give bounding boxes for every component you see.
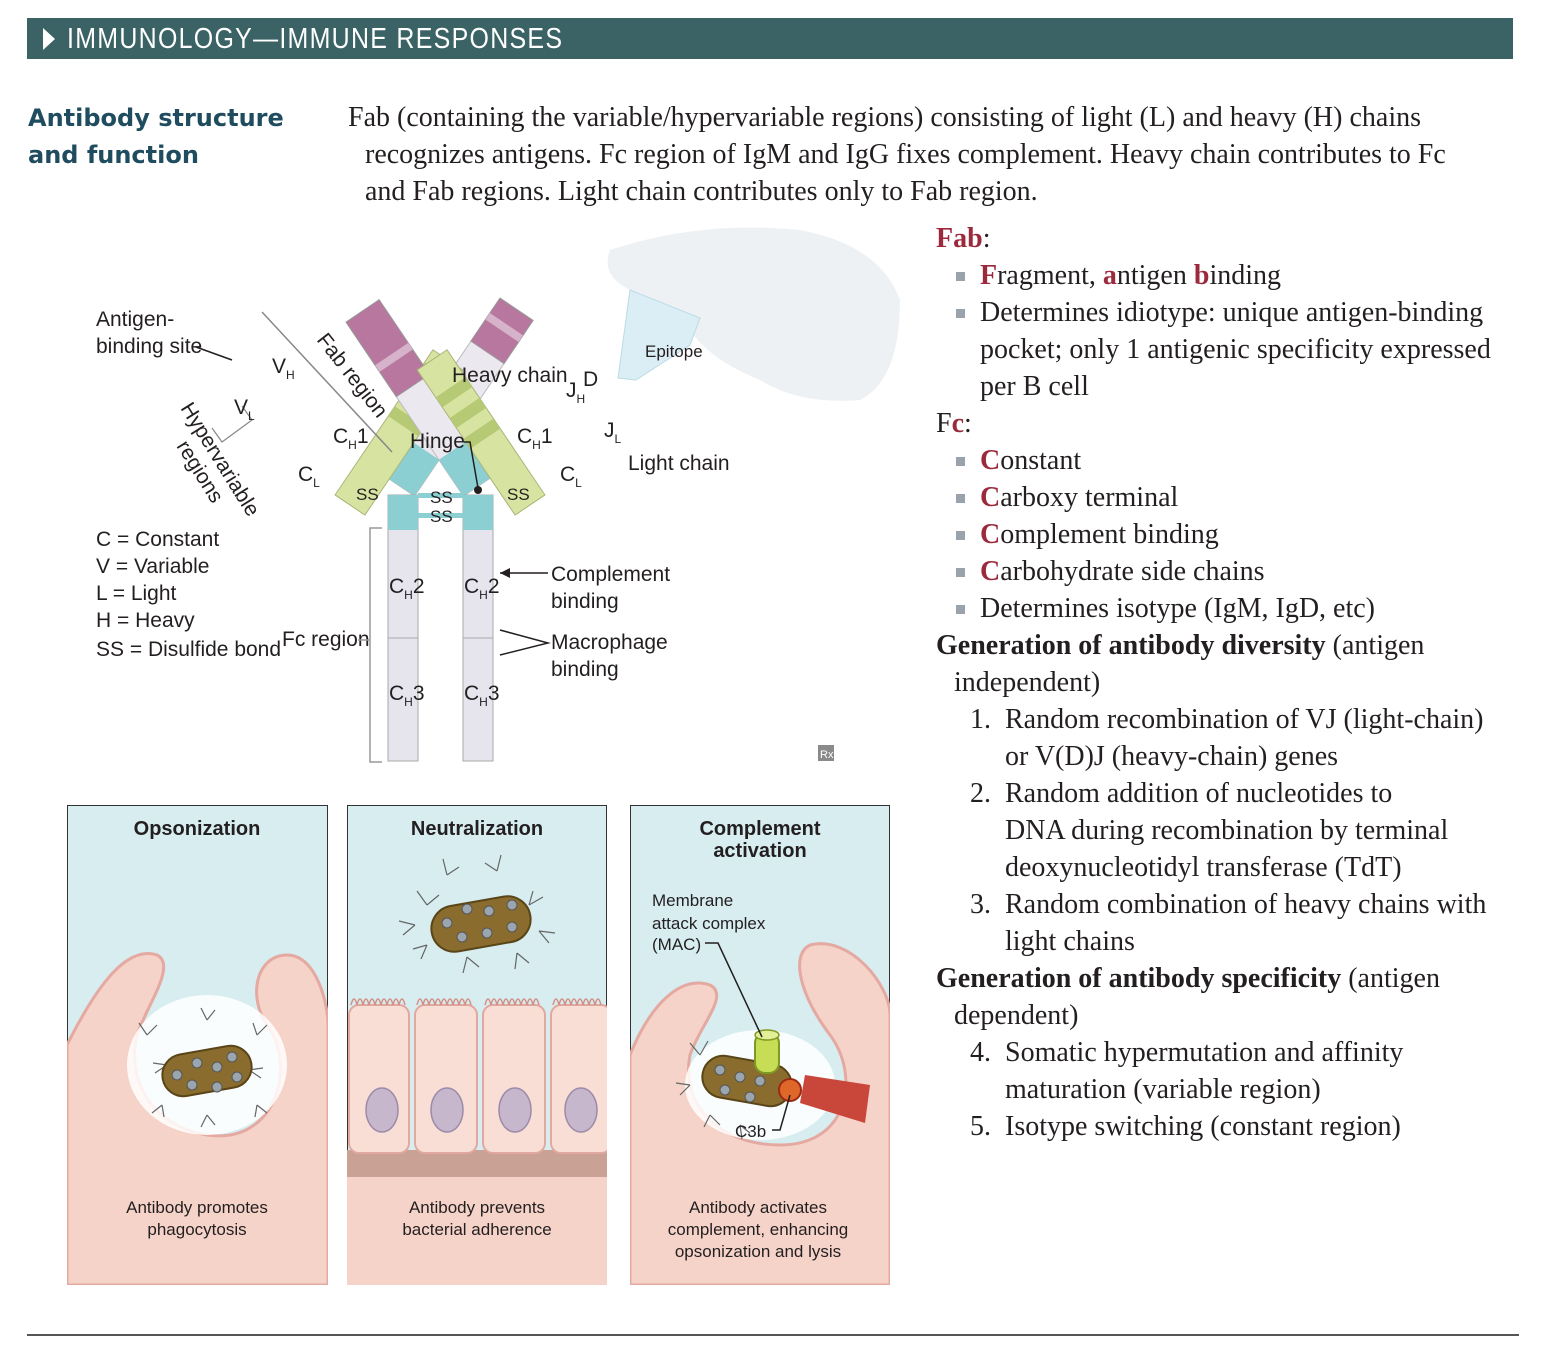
header-bar: IMMUNOLOGY—IMMUNE RESPONSES <box>27 18 1513 59</box>
fc-bullet-isotype: Determines isotype (IgM, IgD, etc) <box>936 590 1526 627</box>
notes-column: Fab: Fragment, antigen binding Determine… <box>936 220 1526 1145</box>
jl-label: JL <box>604 419 622 446</box>
panel-caption-2: complement, enhancing <box>668 1220 849 1239</box>
rx-label: Rx <box>820 749 834 761</box>
fc-bracket <box>369 527 382 763</box>
fc-region-label: Fc region <box>282 628 370 651</box>
specificity-heading: Generation of antibody specificity (anti… <box>936 963 1440 994</box>
fc-bullet: Constant <box>936 442 1526 479</box>
diversity-item-2-cont: DNA during recombination by terminal <box>1005 815 1449 846</box>
epitope-label: Epitope <box>645 342 703 361</box>
section-title-line2: and function <box>28 141 199 169</box>
panel-title-neutralization: Neutralization <box>411 818 543 840</box>
diversity-item-3: 3.Random combination of heavy chains wit… <box>970 889 1487 920</box>
legend-line: SS = Disulfide bond <box>96 638 281 661</box>
panel-caption-1: Antibody prevents <box>409 1198 545 1217</box>
section-title-line1: Antibody structure <box>28 104 284 132</box>
ss-label-mid-1: SS <box>430 488 453 507</box>
diversity-heading-cont: independent) <box>954 667 1101 698</box>
diversity-item-1: 1.Random recombination of VJ (light-chai… <box>970 704 1484 735</box>
ch1-right-label: CH1 <box>517 425 553 452</box>
ch3-right-label: CH3 <box>464 682 500 709</box>
fab-bullet-2-cont: pocket; only 1 antigenic specificity exp… <box>980 334 1491 365</box>
neutralization-panel: Neutralization Antibody prevents bacteri… <box>347 805 607 1285</box>
hinge-label: Hinge <box>410 430 465 453</box>
specificity-item-4-cont: maturation (variable region) <box>1005 1074 1321 1105</box>
ch2-left-label: CH2 <box>389 575 425 602</box>
footer-rule <box>27 1334 1519 1336</box>
legend-line: L = Light <box>96 582 177 605</box>
intro-line-3: and Fab regions. Light chain contributes… <box>365 176 1038 207</box>
intro-paragraph: Fab (containing the variable/hypervariab… <box>348 99 1498 210</box>
panel-caption-3: opsonization and lysis <box>675 1242 841 1261</box>
diversity-item-3-cont: light chains <box>1005 926 1135 957</box>
ss-label-mid-2: SS <box>430 507 453 526</box>
legend-line: H = Heavy <box>96 609 195 632</box>
mac-label-1: Membrane <box>652 891 733 910</box>
intro-line-2: recognizes antigens. Fc region of IgM an… <box>365 139 1446 170</box>
macrophage-label-2: binding <box>551 658 619 681</box>
right-stem <box>462 494 494 762</box>
diversity-item-2-cont2: deoxynucleotidyl transferase (TdT) <box>1005 852 1402 883</box>
vh-label: VH <box>272 355 295 382</box>
diversity-heading: Generation of antibody diversity (antige… <box>936 630 1425 661</box>
antibody-diagram: Antigen- binding site Fab region Heavy c… <box>96 227 900 763</box>
macrophage-label-1: Macrophage <box>551 631 668 654</box>
legend-line: V = Variable <box>96 555 209 578</box>
diversity-item-2: 2.Random addition of nucleotides to <box>970 778 1393 809</box>
ch2-right-label: CH2 <box>464 575 500 602</box>
intro-line-1: Fab (containing the variable/hypervariab… <box>348 102 1421 133</box>
antigen-blob <box>607 227 900 401</box>
heavy-chain-label: Heavy chain <box>452 364 568 387</box>
rx-icon <box>818 745 834 761</box>
right-heavy-arm <box>345 299 498 497</box>
vl-label: VL <box>234 396 255 423</box>
legend-line: C = Constant <box>96 528 219 551</box>
mac-label-2: attack complex <box>652 914 766 933</box>
ch1-left-label: CH1 <box>333 425 369 452</box>
light-chain-label: Light chain <box>628 452 730 475</box>
ch3-left-label: CH3 <box>389 682 425 709</box>
complement-activation-panel: Complement activation Membrane attack co… <box>630 805 890 1285</box>
cl-left-label: CL <box>298 463 320 490</box>
jh-label: JH <box>566 379 585 406</box>
diversity-item-1-cont: or V(D)J (heavy-chain) genes <box>1005 741 1339 772</box>
panel-title-complement-1: Complement <box>699 818 820 840</box>
fc-bullet: Carboxy terminal <box>936 479 1526 516</box>
fab-bullet-2-cont2: per B cell <box>980 371 1089 402</box>
panel-caption-1: Antibody activates <box>689 1198 827 1217</box>
opsonization-panel: Opsonization Antibody promotes phagocyto… <box>67 805 328 1285</box>
ss-label-right: SS <box>507 485 530 504</box>
mac-label-3: (MAC) <box>652 935 701 954</box>
antigen-site-label-2: binding site <box>96 335 202 358</box>
epitope-shape <box>617 289 701 381</box>
panel-title-opsonization: Opsonization <box>134 818 261 840</box>
fc-bullet: Complement binding <box>936 516 1526 553</box>
panel-caption-1: Antibody promotes <box>126 1198 268 1217</box>
panel-caption-2: phagocytosis <box>147 1220 246 1239</box>
header-title: IMMUNOLOGY—IMMUNE RESPONSES <box>67 23 564 55</box>
fc-bullet: Carbohydrate side chains <box>936 553 1526 590</box>
d-label: D <box>583 368 598 391</box>
complement-label-1: Complement <box>551 563 670 586</box>
panel-title-complement-2: activation <box>713 840 806 862</box>
specificity-heading-cont: dependent) <box>954 1000 1079 1031</box>
antigen-site-label-1: Antigen- <box>96 308 174 331</box>
specificity-item-5: 5.Isotype switching (constant region) <box>970 1111 1401 1142</box>
section-title: Antibody structure and function <box>28 100 284 174</box>
fab-bullet-1: Fragment, antigen binding <box>936 257 1526 294</box>
left-stem <box>387 494 419 762</box>
panel-caption-2: bacterial adherence <box>402 1220 551 1239</box>
ss-label-left: SS <box>356 485 379 504</box>
cl-right-label: CL <box>560 463 582 490</box>
c3b-label: C3b <box>735 1122 766 1141</box>
play-arrow-icon <box>43 28 55 50</box>
fc-heading: Fc: <box>936 408 972 439</box>
fab-heading: Fab: <box>936 223 991 254</box>
fab-bullet-2: Determines idiotype: unique antigen-bind… <box>936 294 1526 331</box>
specificity-item-4: 4.Somatic hypermutation and affinity <box>970 1037 1404 1068</box>
complement-label-2: binding <box>551 590 619 613</box>
